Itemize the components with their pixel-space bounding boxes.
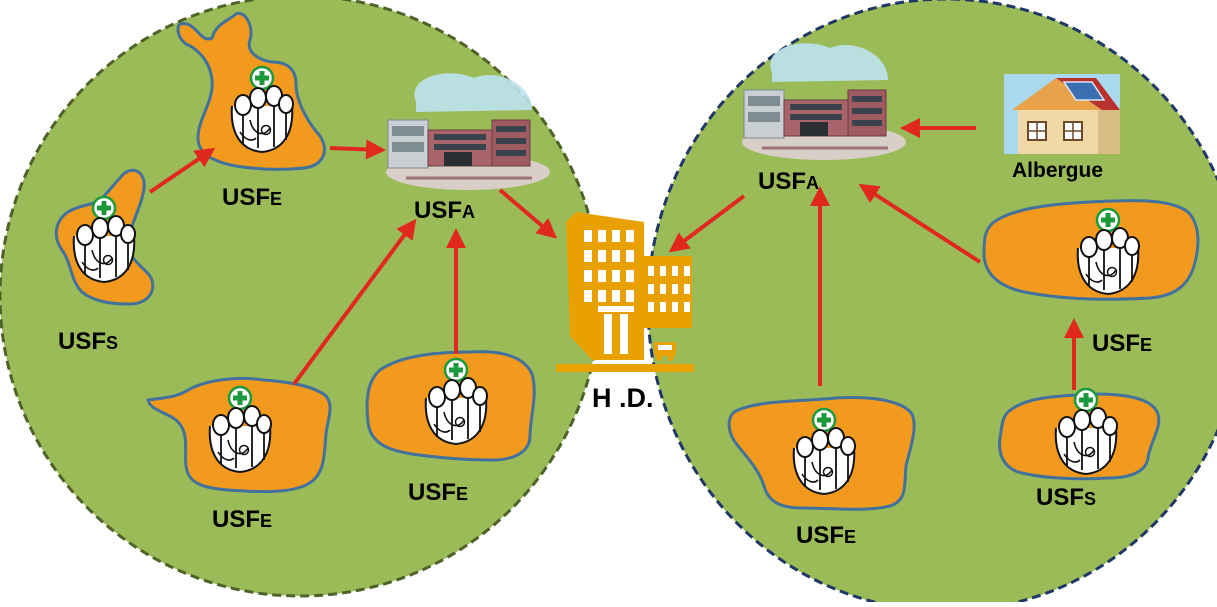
blob-usfe-top-left <box>176 11 326 171</box>
arrow-usfs-to-usfe <box>148 147 216 194</box>
hospital-building-icon <box>556 212 694 372</box>
arrow-usfa-left-to-hospital <box>498 188 558 239</box>
arrow-usfe-bottom-to-usfa-left <box>292 218 417 386</box>
label-usfa-right: USFA <box>758 168 819 195</box>
blob-usfe-bottom-right-center <box>727 396 916 511</box>
blob-usfe-bottom-left <box>146 376 332 494</box>
arrow-usfe-to-usfa-left <box>329 139 386 160</box>
label-usfs-left: USFS <box>58 328 119 355</box>
label-usfe-bottom-center-left: USFE <box>408 479 469 506</box>
label-usfe-bottom-left: USFE <box>212 506 273 533</box>
label-usfe-top-left: USFE <box>222 184 283 211</box>
house-icon <box>1003 73 1121 155</box>
arrow-usfe-right-to-usfa-right <box>858 183 982 264</box>
blob-usfe-bottom-center-left <box>365 350 536 462</box>
blob-usfs-left <box>54 168 155 306</box>
label-usfs-right: USFS <box>1036 484 1097 511</box>
right-health-region <box>646 0 1217 607</box>
blob-usfs-right <box>998 387 1161 481</box>
blob-usfe-right <box>982 199 1200 301</box>
referral-arrows <box>148 118 1084 390</box>
label-usfa-left: USFA <box>414 197 475 224</box>
label-albergue: Albergue <box>1012 159 1104 182</box>
arrow-usfa-right-to-hospital <box>668 194 746 253</box>
label-hospital: H .D. <box>592 383 654 413</box>
label-usfe-bottom-right-center: USFE <box>796 522 857 549</box>
label-usfe-right: USFE <box>1092 330 1153 357</box>
